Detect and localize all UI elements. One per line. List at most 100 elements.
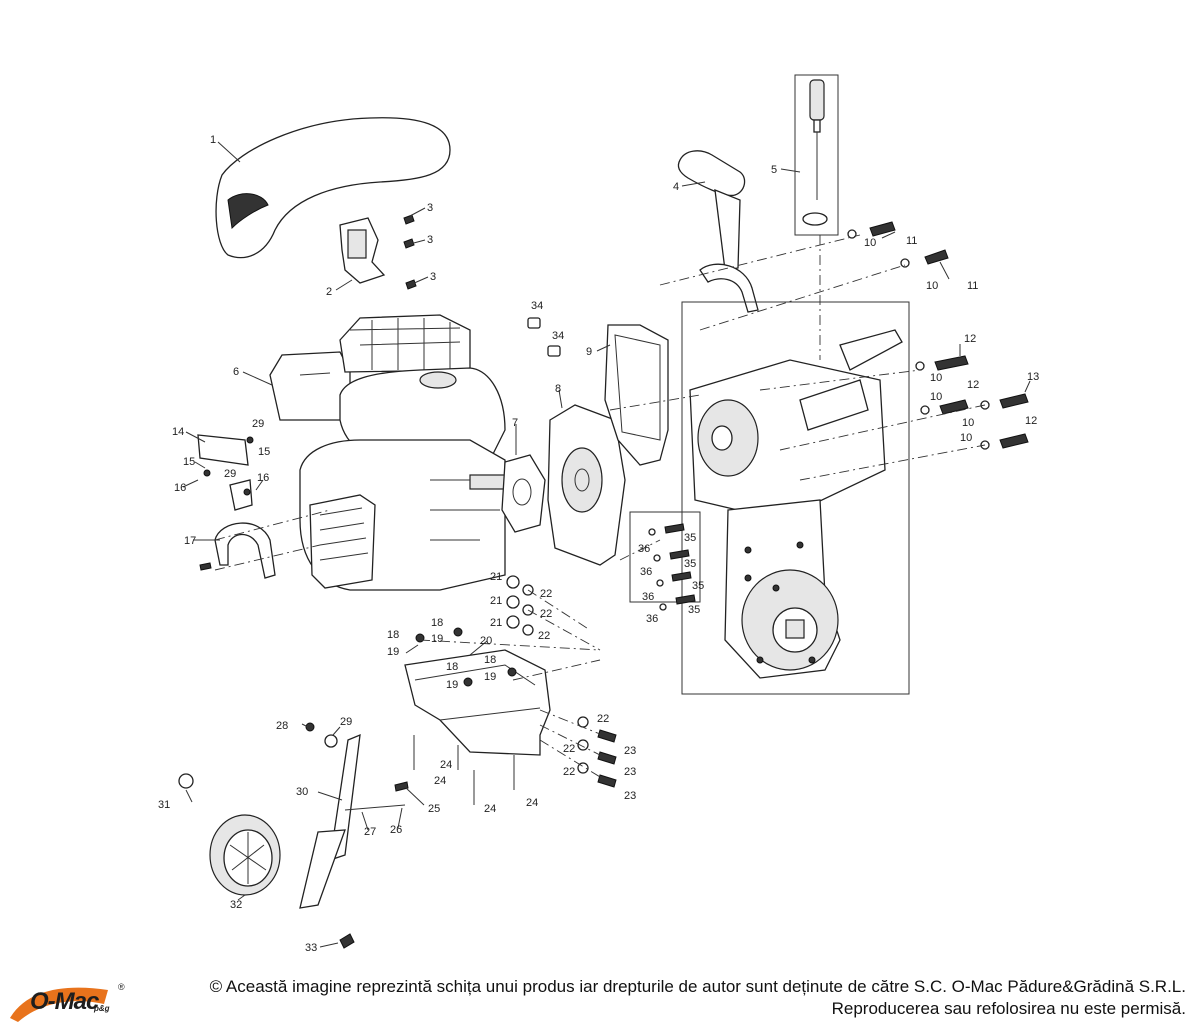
logo-sub: p&g [94, 1004, 110, 1013]
shift-lever-part [677, 150, 759, 313]
callout-15a: 15 [183, 456, 195, 468]
gearbox-part [681, 301, 910, 695]
callout-22b: 22 [540, 608, 552, 620]
callout-29b: 29 [252, 418, 264, 430]
callout-4: 4 [673, 181, 679, 193]
base-plate-part [404, 575, 617, 805]
callout-5: 5 [771, 164, 777, 176]
dowel-pin-parts [527, 317, 561, 357]
callout-18b: 18 [431, 617, 443, 629]
callout-18a: 18 [387, 629, 399, 641]
callout-24c: 24 [484, 803, 496, 815]
footer: O-Mac p&g ® © Această imagine reprezintă… [0, 972, 1200, 1030]
engine-mount-bracket-part [197, 434, 276, 579]
callout-9: 9 [586, 346, 592, 358]
callout-22a: 22 [540, 588, 552, 600]
callout-1: 1 [210, 134, 216, 146]
callout-24a: 24 [434, 775, 446, 787]
callout-21b: 21 [490, 595, 502, 607]
callout-35c: 35 [692, 580, 704, 592]
screw-parts [403, 214, 417, 290]
callout-26: 26 [390, 824, 402, 836]
callout-17: 17 [184, 535, 196, 547]
callout-35b: 35 [684, 558, 696, 570]
callout-14: 14 [172, 426, 184, 438]
callout-10d: 10 [930, 391, 942, 403]
callout-21a: 21 [490, 571, 502, 583]
callout-13: 13 [1027, 371, 1039, 383]
handle-cover-part [215, 117, 451, 259]
callout-11b: 11 [967, 280, 978, 292]
callout-10f: 10 [960, 432, 972, 444]
callout-2: 2 [326, 286, 332, 298]
callout-10c: 10 [930, 372, 942, 384]
exploded-parts-diagram: 1 2 3 3 3 4 5 6 7 8 9 10 10 10 10 10 10 … [158, 74, 1039, 954]
callout-22f: 22 [563, 766, 575, 778]
callout-24b: 24 [440, 759, 452, 771]
callout-29a: 29 [340, 716, 352, 728]
callout-8: 8 [555, 383, 561, 395]
copyright-notice: © Această imagine reprezintă schița unui… [210, 976, 1186, 1020]
callout-25: 25 [428, 803, 440, 815]
copyright-line-2: Reproducerea sau refolosirea nu este per… [831, 999, 1186, 1018]
callout-23c: 23 [624, 790, 636, 802]
callout-24d: 24 [526, 797, 538, 809]
callout-10a: 10 [864, 237, 876, 249]
assembly-alignment-lines [214, 234, 986, 781]
callout-12c: 12 [1025, 415, 1037, 427]
callout-36c: 36 [642, 591, 654, 603]
callout-19c: 19 [446, 679, 458, 691]
omac-logo: O-Mac p&g ® [8, 980, 128, 1024]
callout-35d: 35 [688, 604, 700, 616]
callout-31: 31 [158, 799, 170, 811]
callout-23a: 23 [624, 745, 636, 757]
gasket-part [501, 454, 546, 533]
callout-12b: 12 [967, 379, 979, 391]
callout-19d: 19 [484, 671, 496, 683]
logo-registered-mark: ® [118, 982, 125, 992]
callout-36d: 36 [646, 613, 658, 625]
callout-22c: 22 [538, 630, 550, 642]
callout-28: 28 [276, 720, 288, 732]
logo-swoosh-icon [10, 987, 108, 1022]
callout-29c: 29 [224, 468, 236, 480]
engine-part [269, 314, 507, 591]
callout-18c: 18 [446, 661, 458, 673]
callout-3a: 3 [427, 202, 433, 214]
callout-numbers: 1 2 3 3 3 4 5 6 7 8 9 10 10 10 10 10 10 … [158, 134, 1039, 954]
callout-11a: 11 [906, 235, 917, 247]
callout-16b: 16 [257, 472, 269, 484]
callout-35a: 35 [684, 532, 696, 544]
logo-text: O-Mac [30, 988, 99, 1015]
callout-leader-lines [182, 141, 1031, 948]
callout-21c: 21 [490, 617, 502, 629]
dipstick-part [794, 74, 839, 236]
copyright-line-1: © Această imagine reprezintă schița unui… [209, 977, 1186, 996]
callout-10b: 10 [926, 280, 938, 292]
callout-7: 7 [512, 417, 518, 429]
callout-34a: 34 [531, 300, 543, 312]
callout-34b: 34 [552, 330, 564, 342]
bracket-part [339, 217, 386, 284]
callout-3c: 3 [430, 271, 436, 283]
callout-16a: 16 [174, 482, 186, 494]
callout-19b: 19 [431, 633, 443, 645]
callout-20: 20 [480, 635, 492, 647]
gearbox-gasket-part [604, 324, 669, 466]
callout-36a: 36 [638, 543, 650, 555]
callout-22d: 22 [597, 713, 609, 725]
callout-36b: 36 [640, 566, 652, 578]
callout-15b: 15 [258, 446, 270, 458]
callout-12a: 12 [964, 333, 976, 345]
callout-32: 32 [230, 899, 242, 911]
callout-19a: 19 [387, 646, 399, 658]
callout-30: 30 [296, 786, 308, 798]
callout-22e: 22 [563, 743, 575, 755]
adapter-plate-part [547, 404, 626, 566]
side-bolt-parts [629, 511, 701, 611]
callout-23b: 23 [624, 766, 636, 778]
callout-10e: 10 [962, 417, 974, 429]
callout-33: 33 [305, 942, 317, 954]
callout-18d: 18 [484, 654, 496, 666]
callout-6: 6 [233, 366, 239, 378]
